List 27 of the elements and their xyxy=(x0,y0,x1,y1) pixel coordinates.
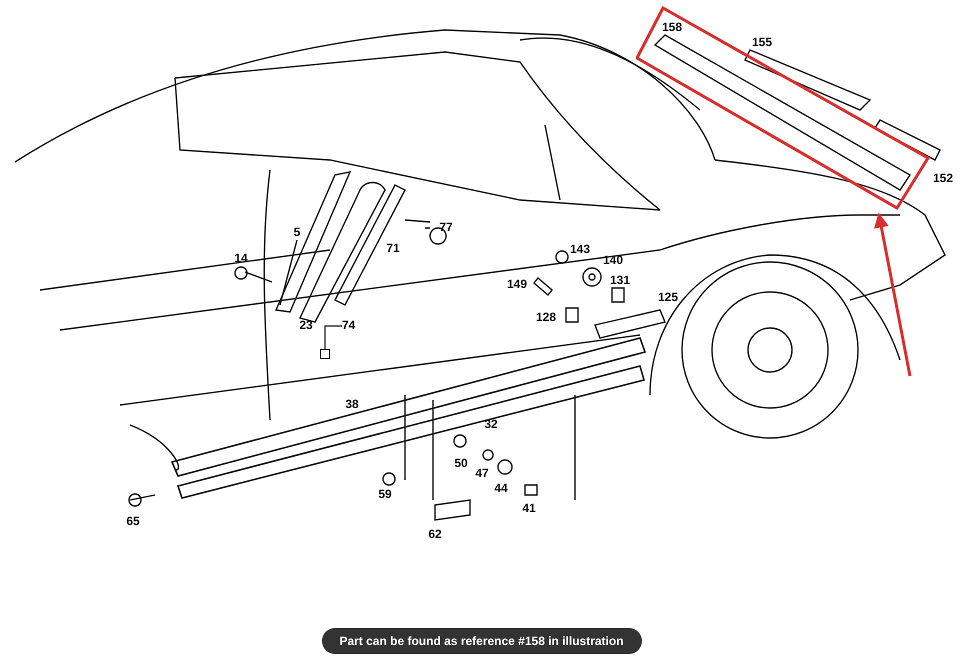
callout-number: 152 xyxy=(932,171,954,185)
caption: Part can be found as reference #158 in illustration xyxy=(321,628,642,654)
callout-number: 158 xyxy=(662,20,682,34)
highlight-frame xyxy=(636,6,930,210)
callout-number: 14 xyxy=(234,251,248,265)
callout-number: 77 xyxy=(439,220,453,234)
arrow xyxy=(874,212,912,376)
callout-number: 62 xyxy=(428,527,442,541)
callout-number: 41 xyxy=(522,501,536,515)
callout-number: 23 xyxy=(299,318,313,332)
callout-number: 131 xyxy=(610,273,630,287)
callout-number: 47 xyxy=(475,466,489,480)
callout-number: 50 xyxy=(454,456,468,470)
callout-number: 74 xyxy=(342,318,362,334)
leader-line xyxy=(324,325,342,349)
callout-number: 149 xyxy=(506,277,528,291)
callout-number: 65 xyxy=(126,514,140,528)
callout-number: 125 xyxy=(658,290,678,304)
callout-number: 155 xyxy=(752,35,772,49)
callout-number: 143 xyxy=(570,242,590,256)
callout-number: 59 xyxy=(378,487,392,501)
callout-number: 128 xyxy=(536,310,556,324)
clip-part xyxy=(320,349,330,359)
callout-number: 44 xyxy=(494,481,508,495)
callout-number: 5 xyxy=(294,225,300,239)
callout-number: 38 xyxy=(345,397,359,411)
callout-number: 71 xyxy=(386,241,400,255)
